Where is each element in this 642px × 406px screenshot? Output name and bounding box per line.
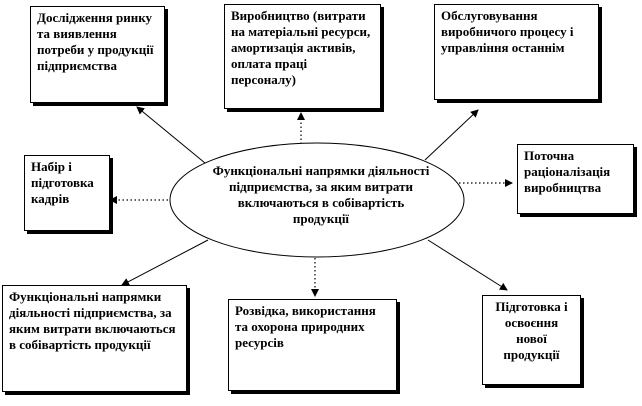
arrow-to-newproduct — [427, 239, 508, 291]
node-new-product: Підготовка і освоєння нової продукції — [482, 295, 581, 385]
node-process-service: Обслуговування виробничого процесу і упр… — [434, 4, 599, 100]
arrow-to-functional — [121, 239, 209, 286]
arrow-to-market — [136, 106, 206, 164]
arrow-to-service — [424, 109, 479, 161]
center-label: Функціональні напрямки діяльності підпри… — [212, 163, 430, 226]
node-market-research: Дослідження ринку та виявлення потреби у… — [30, 6, 165, 103]
node-staff-training: Набір і підготовка кадрів — [24, 155, 110, 231]
node-production: Виробництво (витрати на матеріальні ресу… — [224, 4, 381, 109]
center-ellipse — [169, 142, 465, 258]
node-natural-resources: Розвідка, використання та охорона природ… — [228, 299, 397, 391]
node-rationalization: Поточна раціоналізація виробництва — [517, 144, 634, 214]
node-functional-directions: Функціональні напрямки діяльності підпри… — [2, 285, 187, 392]
